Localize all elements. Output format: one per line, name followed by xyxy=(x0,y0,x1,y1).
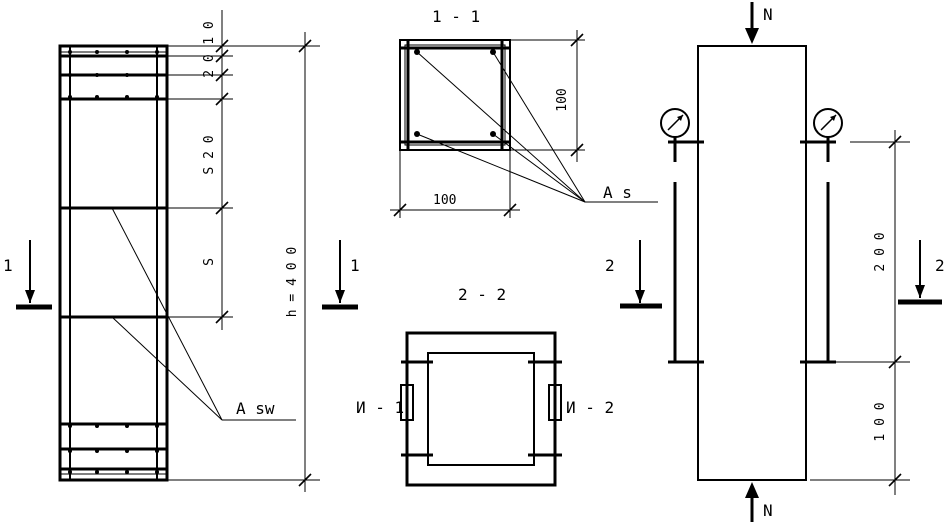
dial-gauge-left xyxy=(660,108,690,138)
section-cut-2: 2 2 xyxy=(605,240,945,309)
svg-text:2: 2 xyxy=(935,256,945,275)
force-top: N xyxy=(763,5,773,24)
dim-s20: S 2 0 xyxy=(202,135,217,174)
title-section-2-2: 2 - 2 xyxy=(458,285,506,304)
strain-gauge-1 xyxy=(400,384,414,421)
label-gauge-1: И - 1 xyxy=(356,398,404,417)
dim-200: 2 0 0 xyxy=(873,232,888,271)
section-1-1: 1 - 1 A s 100 100 xyxy=(390,7,658,218)
section-cut-1: 1 1 xyxy=(3,240,360,310)
dim-s1: S xyxy=(202,258,217,266)
svg-text:1: 1 xyxy=(3,256,13,275)
strain-gauge-2 xyxy=(548,384,562,421)
label-gauge-2: И - 2 xyxy=(566,398,614,417)
dim-100-right: 100 xyxy=(555,88,570,111)
svg-text:1: 1 xyxy=(350,256,360,275)
dim-20: 2 0 xyxy=(202,54,217,77)
reinforcement-cage: A sw 1 1 xyxy=(3,10,360,492)
test-specimen: N N 2 xyxy=(605,2,945,522)
dim-h400: h = 4 0 0 xyxy=(285,247,300,317)
dim-10: 1 0 xyxy=(202,21,217,44)
label-as: A s xyxy=(603,183,632,202)
cage-outline xyxy=(58,44,169,482)
svg-text:2: 2 xyxy=(605,256,615,275)
dial-gauge-right xyxy=(813,108,843,138)
rebar-dots xyxy=(68,50,159,474)
label-asw: A sw xyxy=(236,399,275,418)
dim-100-top: 100 xyxy=(433,193,456,208)
section-2-2: 2 - 2 И - 1 И - 2 xyxy=(356,285,614,487)
dim-100-bottom: 1 0 0 xyxy=(873,402,888,441)
title-section-1-1: 1 - 1 xyxy=(432,7,480,26)
force-bottom: N xyxy=(763,501,773,520)
dimension-chain: 1 0 2 0 S 2 0 S h = 4 0 0 xyxy=(167,10,320,492)
